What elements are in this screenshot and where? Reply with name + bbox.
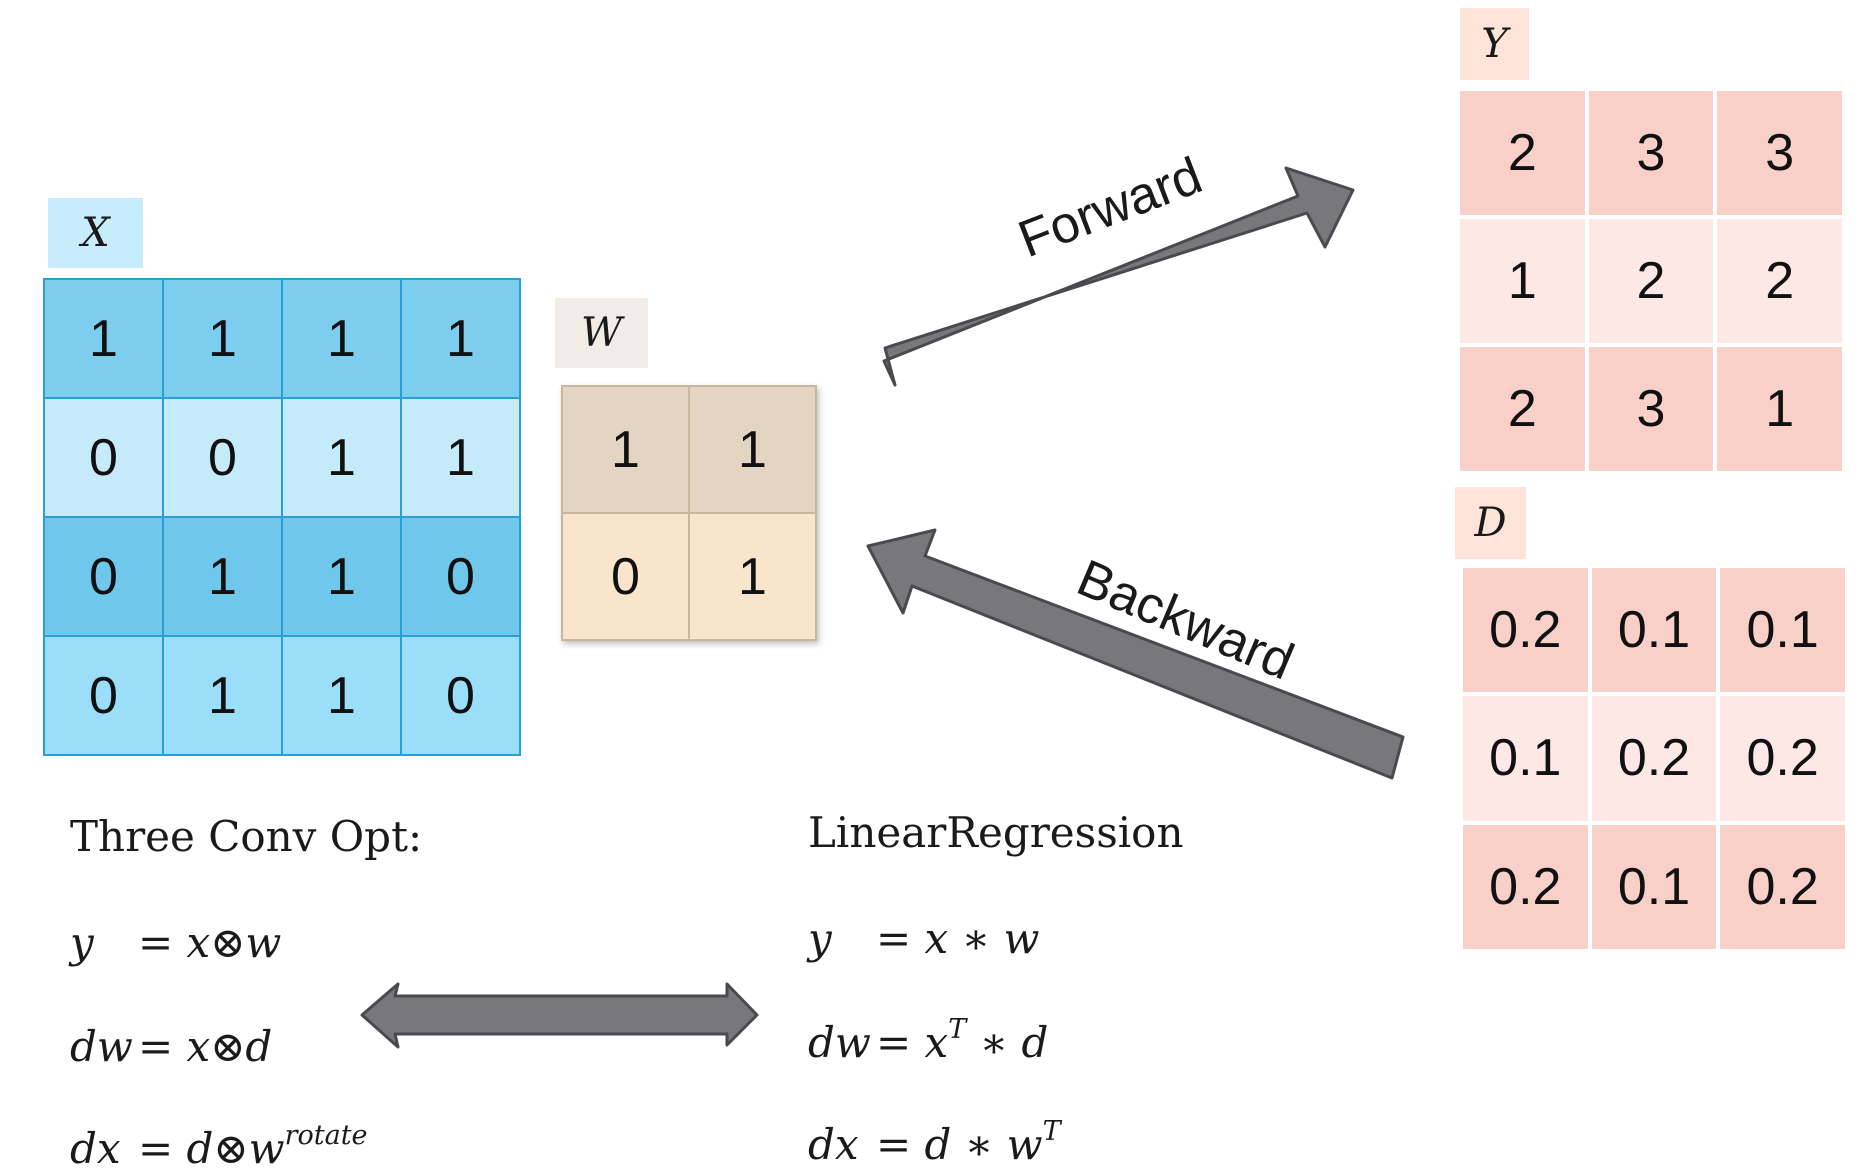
matrix-d-cell: 0.1	[1591, 568, 1717, 693]
conv-eq-y-rhs: = x⊗w	[138, 918, 282, 967]
linear-eq-dx-sup: T	[1042, 1116, 1061, 1147]
matrix-d-cell: 0.2	[1720, 824, 1845, 949]
matrix-x-cell: 0	[45, 637, 162, 754]
matrix-x-cell: 1	[164, 280, 281, 397]
matrix-x-cell: 1	[283, 280, 400, 397]
conv-eq-dx-lhs: dx	[70, 1124, 121, 1173]
matrix-y-label: Y	[1460, 8, 1529, 80]
conv-eq-dw: dw= x⊗d	[70, 1022, 272, 1071]
linear-eq-dw-lhs: dw	[808, 1018, 871, 1067]
matrix-y-cell: 2	[1717, 219, 1842, 343]
conv-eq-y: y = x⊗w	[70, 918, 281, 967]
matrix-y-cell: 3	[1588, 91, 1714, 215]
matrix-x-cell: 0	[45, 518, 162, 635]
conv-eq-y-lhs: y	[70, 918, 94, 967]
matrix-d-cell: 0.2	[1463, 824, 1588, 949]
matrix-x-cell: 1	[283, 399, 400, 516]
matrix-x-cell: 1	[283, 518, 400, 635]
matrix-d-cell: 0.1	[1720, 568, 1845, 693]
matrix-d-label: D	[1455, 487, 1526, 559]
matrix-x-cell: 1	[45, 280, 162, 397]
forward-arrow-icon	[882, 166, 1355, 387]
matrix-x-cell: 0	[402, 518, 519, 635]
linear-eq-y: y = x ∗ w	[808, 914, 1039, 963]
matrix-x-cell: 1	[283, 637, 400, 754]
conv-eq-dx-sup: rotate	[284, 1120, 368, 1151]
linear-eq-dx-lhs: dx	[808, 1120, 859, 1169]
matrix-x-cell: 0	[45, 399, 162, 516]
conv-eq-dx-rhs: = d⊗w	[138, 1124, 285, 1173]
conv-eq-dw-rhs: = x⊗d	[138, 1022, 273, 1071]
matrix-y-cell: 1	[1717, 347, 1842, 471]
double-arrow-icon	[360, 982, 759, 1049]
matrix-y-cell: 2	[1588, 219, 1714, 343]
linear-eq-dw-sup: T	[948, 1014, 967, 1045]
matrix-y-cell: 2	[1460, 91, 1585, 215]
linear-eq-y-rhs: = x ∗ w	[876, 914, 1040, 963]
matrix-y-cell: 3	[1588, 347, 1714, 471]
conv-equations-title: Three Conv Opt:	[70, 812, 423, 861]
matrix-d-cell: 0.1	[1591, 824, 1717, 949]
matrix-w-cell: 1	[563, 387, 688, 512]
matrix-d-cell: 0.2	[1720, 696, 1845, 821]
matrix-y-cell: 1	[1460, 219, 1585, 343]
matrix-x-cell: 1	[402, 399, 519, 516]
matrix-y-cell: 2	[1460, 347, 1585, 471]
matrix-d-cell: 0.2	[1591, 696, 1717, 821]
conv-eq-dx: dx = d⊗wrotate	[70, 1120, 368, 1173]
linear-eq-y-lhs: y	[808, 914, 832, 963]
linear-eq-dx: dx = d ∗ wT	[808, 1116, 1061, 1169]
matrix-x-label: X	[48, 198, 143, 268]
matrix-x-cell: 1	[164, 637, 281, 754]
linear-eq-dw-rhs-b: ∗ d	[966, 1018, 1049, 1067]
conv-eq-dw-lhs: dw	[70, 1022, 133, 1071]
linear-eq-dw-rhs-a: = x	[876, 1018, 949, 1067]
matrix-d-cell: 0.2	[1463, 568, 1588, 693]
matrix-w-cell: 1	[690, 387, 815, 512]
matrix-w-cell: 1	[690, 514, 815, 639]
matrix-w-label: W	[555, 298, 648, 368]
matrix-y-cell: 3	[1717, 91, 1842, 215]
linear-eq-dx-rhs: = d ∗ w	[876, 1120, 1043, 1169]
matrix-x-cell: 0	[164, 399, 281, 516]
matrix-x-cell: 1	[164, 518, 281, 635]
matrix-x-cell: 0	[402, 637, 519, 754]
linear-equations-title: LinearRegression	[808, 808, 1184, 857]
backward-arrow-icon	[866, 528, 1405, 780]
matrix-x-cell: 1	[402, 280, 519, 397]
matrix-w-cell: 0	[563, 514, 688, 639]
linear-eq-dw: dw= xT ∗ d	[808, 1014, 1049, 1067]
matrix-d-cell: 0.1	[1463, 696, 1588, 821]
